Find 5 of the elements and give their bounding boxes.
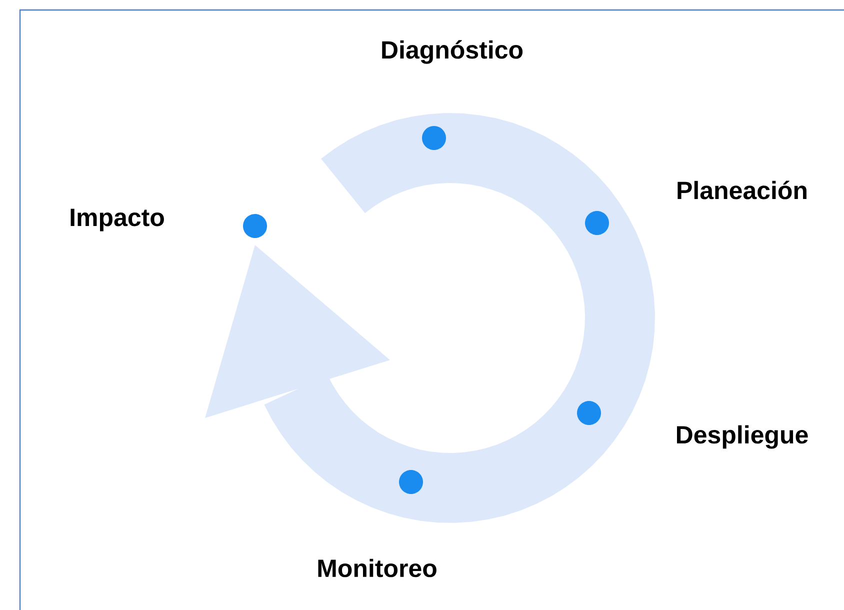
stage-label: Monitoreo bbox=[318, 558, 436, 578]
stage-label: Diagnóstico bbox=[382, 40, 523, 64]
stage-label: Despliegue bbox=[677, 425, 808, 449]
stage-label: Planeación bbox=[678, 180, 806, 200]
stage-label: Impacto bbox=[70, 208, 164, 232]
